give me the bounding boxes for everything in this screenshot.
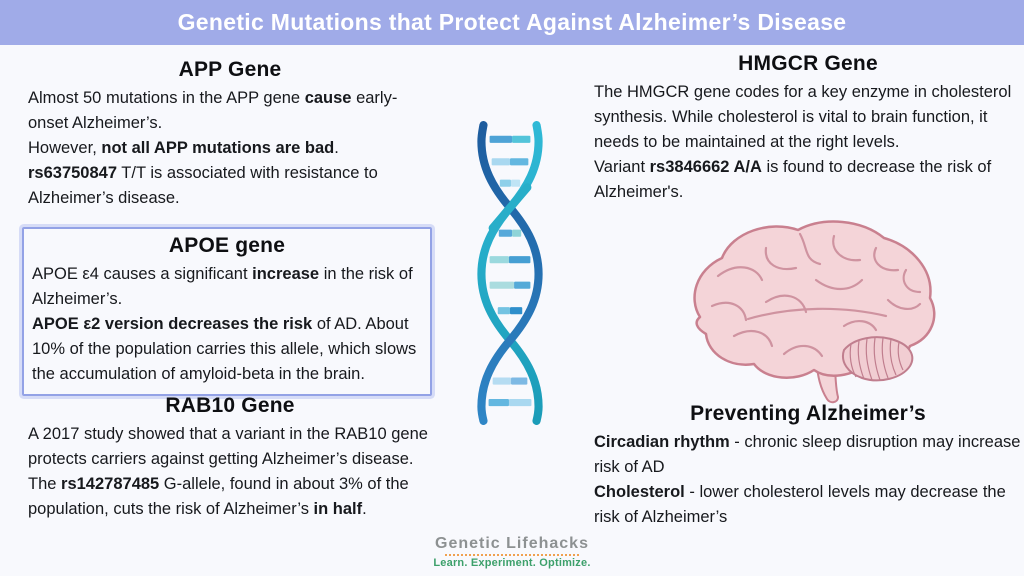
section-preventing-alzheimers: Preventing Alzheimer’s Circadian rhythm … [594, 402, 1022, 530]
rab10-gene-text: A 2017 study showed that a variant in th… [28, 425, 428, 518]
section-hmgcr-gene: HMGCR Gene The HMGCR gene codes for a ke… [594, 52, 1022, 205]
logo-divider [445, 554, 579, 556]
preventing-text: Circadian rhythm - chronic sleep disrupt… [594, 433, 1021, 526]
genetic-lifehacks-logo: Genetic Lifehacks Learn. Experiment. Opt… [0, 535, 1024, 569]
title-bar: Genetic Mutations that Protect Against A… [0, 0, 1024, 45]
hmgcr-gene-heading: HMGCR Gene [738, 52, 878, 75]
rab10-gene-heading: RAB10 Gene [165, 394, 295, 417]
app-gene-text: Almost 50 mutations in the APP gene caus… [28, 89, 398, 207]
preventing-heading: Preventing Alzheimer’s [690, 402, 926, 425]
apoe-gene-text: APOE ε4 causes a significant increase in… [32, 265, 417, 383]
dna-strand-teal-overlap [488, 183, 532, 233]
dna-helix-icon [477, 121, 543, 425]
dna-rungs [488, 135, 532, 407]
section-rab10-gene: RAB10 Gene A 2017 study showed that a va… [28, 394, 432, 522]
section-apoe-gene-box: APOE gene APOE ε4 causes a significant i… [22, 227, 432, 396]
page-title: Genetic Mutations that Protect Against A… [177, 9, 847, 35]
app-gene-heading: APP Gene [178, 58, 282, 81]
brain-icon [693, 220, 936, 404]
logo-wordmark: Genetic Lifehacks [435, 535, 589, 552]
logo-tagline: Learn. Experiment. Optimize. [433, 557, 591, 569]
section-app-gene: APP Gene Almost 50 mutations in the APP … [28, 58, 432, 211]
hmgcr-gene-text: The HMGCR gene codes for a key enzyme in… [594, 83, 1012, 201]
dna-strand-teal [477, 121, 543, 425]
brain-cerebellum-hatching [849, 337, 904, 381]
brain-folds [710, 232, 922, 358]
apoe-gene-heading: APOE gene [168, 234, 286, 257]
dna-strand-dark [477, 121, 543, 425]
